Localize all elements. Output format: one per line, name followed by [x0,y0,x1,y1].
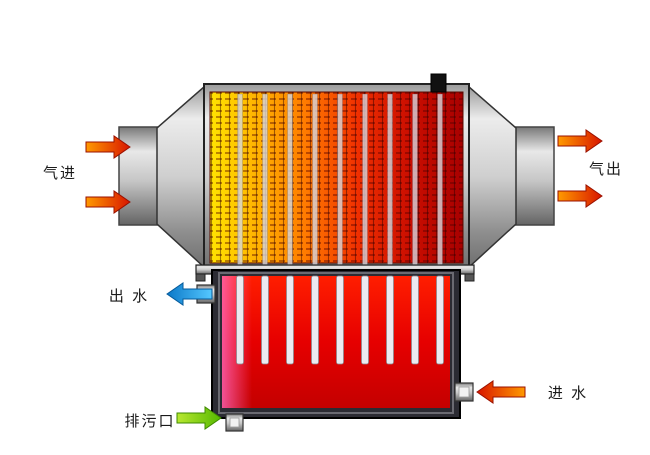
gas-in-arrow-top [85,135,131,159]
flange-tab-right [464,273,475,282]
drain-stub-face [229,417,240,428]
gas-in-arrow-bottom [85,190,131,214]
top-vent [430,73,447,93]
flange-tab-left [195,273,206,282]
water-inlet-stub-face [458,386,470,398]
drain-label: 排污口 [124,413,175,430]
gas-outlet-pipe [513,126,555,226]
gas-out-arrow-top [557,129,603,153]
gas-out-arrow-bottom [557,184,603,208]
tank-water-tubes [236,275,444,365]
water-in-arrow [476,380,526,404]
water-in-label: 进 水 [548,385,588,402]
water-out-label: 出 水 [109,288,149,305]
gas-outlet-cone [467,84,517,270]
fin-texture [210,92,463,263]
water-out-arrow [166,282,213,306]
drain-arrow [176,406,222,430]
exchanger-water-tubes [237,93,443,267]
gas-out-label: 气出 [589,161,623,178]
water-tank-lining [218,272,454,414]
gas-in-label: 气进 [43,165,77,182]
gas-inlet-cone [156,84,206,270]
gas-inlet-pipe [118,126,160,226]
